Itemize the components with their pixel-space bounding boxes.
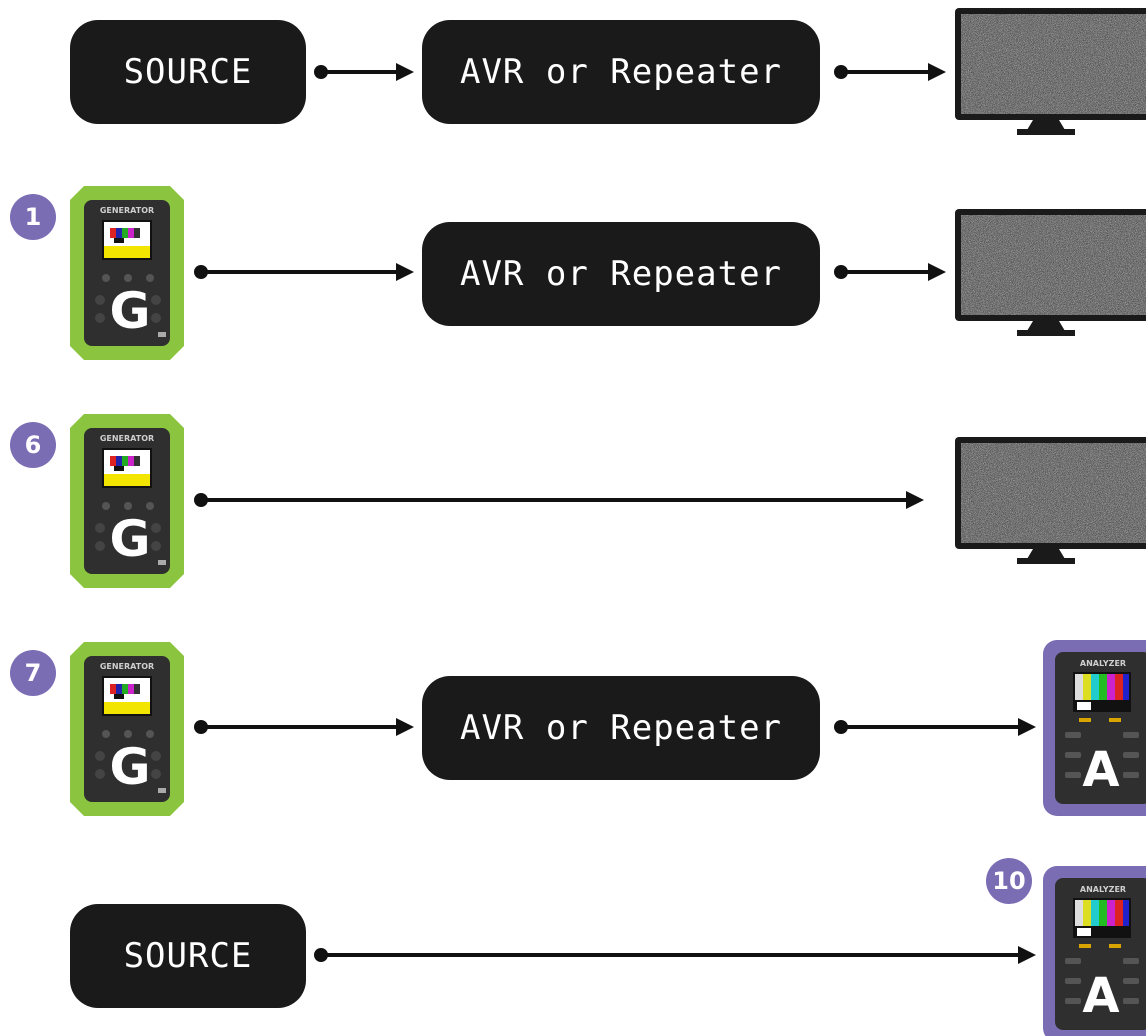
generator-letter: G xyxy=(109,738,150,796)
step-badge-1: 1 xyxy=(10,194,56,240)
step-number: 1 xyxy=(24,203,42,231)
avr-repeater-box: AVR or Repeater xyxy=(422,676,820,780)
display-icon xyxy=(955,8,1146,135)
step-badge-10: 10 xyxy=(986,858,1032,904)
generator-device-icon: GENERATOR G xyxy=(70,642,184,816)
avr-repeater-box: AVR or Repeater xyxy=(422,222,820,326)
generator-header: GENERATOR xyxy=(100,434,154,443)
generator-header: GENERATOR xyxy=(100,662,154,671)
step-number: 10 xyxy=(992,867,1026,895)
step-badge-7: 7 xyxy=(10,650,56,696)
arrow-source-to-avr xyxy=(314,63,414,81)
arrow-source-to-analyzer xyxy=(314,946,1036,964)
arrow-generator-to-display xyxy=(194,491,924,509)
analyzer-letter: A xyxy=(1082,968,1119,1024)
arrow-generator-to-avr xyxy=(194,263,414,281)
analyzer-header: ANALYZER xyxy=(1080,885,1126,894)
arrow-avr-to-display xyxy=(834,63,946,81)
step-number: 6 xyxy=(24,431,42,459)
generator-header: GENERATOR xyxy=(100,206,154,215)
source-label: SOURCE xyxy=(123,52,253,92)
step-badge-6: 6 xyxy=(10,422,56,468)
arrow-avr-to-analyzer xyxy=(834,718,1036,736)
display-icon xyxy=(955,437,1146,564)
avr-repeater-box: AVR or Repeater xyxy=(422,20,820,124)
avr-repeater-label: AVR or Repeater xyxy=(459,708,783,748)
generator-letter: G xyxy=(109,282,150,340)
display-icon xyxy=(955,209,1146,336)
analyzer-letter: A xyxy=(1082,742,1119,798)
source-box: SOURCE xyxy=(70,20,306,124)
analyzer-device-icon: ANALYZER A xyxy=(1043,640,1146,816)
source-box: SOURCE xyxy=(70,904,306,1008)
generator-letter: G xyxy=(109,510,150,568)
avr-repeater-label: AVR or Repeater xyxy=(459,52,783,92)
step-number: 7 xyxy=(24,659,42,687)
analyzer-header: ANALYZER xyxy=(1080,659,1126,668)
source-label: SOURCE xyxy=(123,936,253,976)
generator-device-icon: GENERATOR G xyxy=(70,186,184,360)
arrow-avr-to-display xyxy=(834,263,946,281)
analyzer-device-icon: ANALYZER A xyxy=(1043,866,1146,1036)
generator-device-icon: GENERATOR G xyxy=(70,414,184,588)
arrow-generator-to-avr xyxy=(194,718,414,736)
avr-repeater-label: AVR or Repeater xyxy=(459,254,783,294)
